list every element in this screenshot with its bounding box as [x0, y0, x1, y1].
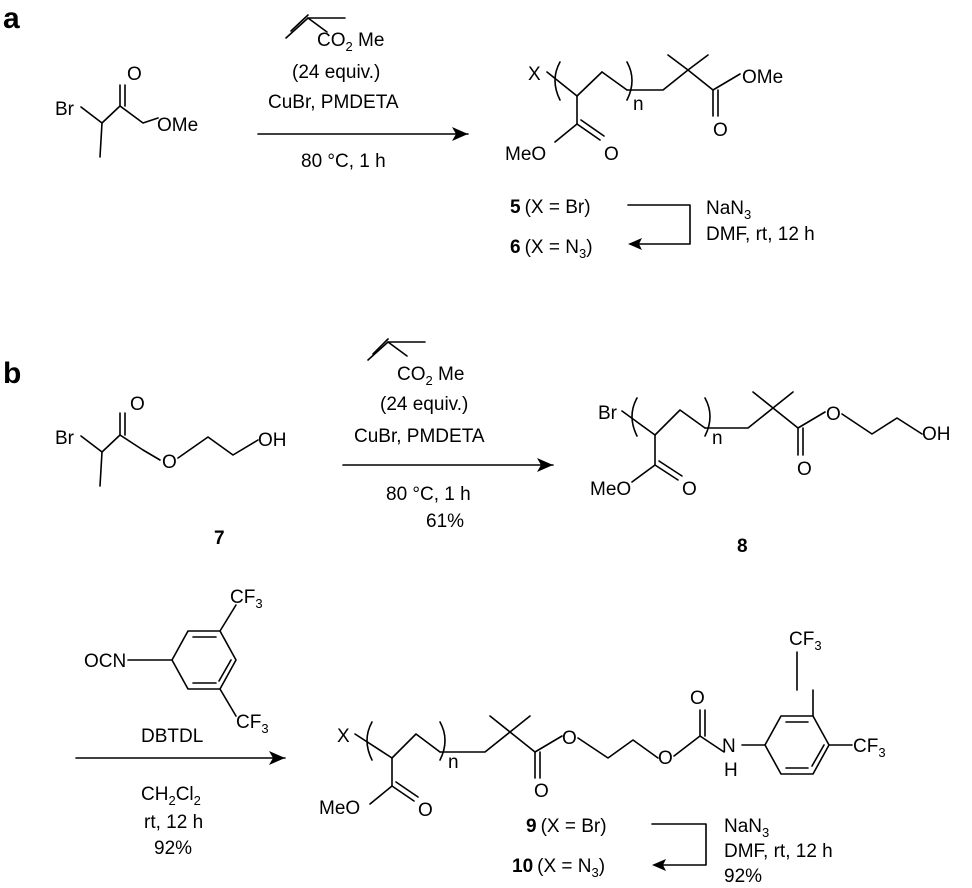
atom-ome: OMe [742, 67, 783, 88]
reagent-conditions: 80 °C, 1 h [301, 151, 386, 172]
repeat-n: n [712, 428, 723, 449]
reagent-azide: NaN3 [724, 816, 769, 840]
compound-8-label: 8 [737, 536, 748, 557]
atom-o: O [418, 800, 433, 821]
reagent-equiv: (24 equiv.) [292, 62, 380, 83]
compound-7-label: 7 [214, 528, 225, 549]
reagent-dbtdl: DBTDL [141, 726, 203, 747]
atom-cf3: CF3 [789, 629, 822, 653]
yield-10: 92% [724, 866, 762, 887]
atom-o: O [534, 781, 549, 802]
polymer-5: X n MeO O O OMe [505, 54, 783, 165]
atom-o: O [658, 748, 673, 769]
reaction-arrow-a: nCO2 Me (24 equiv.) CuBr, PMDETA 80 °C, … [257, 14, 469, 172]
atom-oh: OH [922, 424, 951, 445]
atom-o: O [690, 688, 705, 709]
atom-cf3: CF3 [230, 587, 263, 611]
aryl-isocyanate: OCN CF3 CF3 [84, 587, 269, 736]
atom-meo: MeO [319, 798, 360, 819]
compound-9-label: 9(X = Br) [526, 816, 607, 837]
repeat-n: n [448, 752, 459, 773]
atom-o: O [562, 728, 577, 749]
atom-o: O [604, 144, 619, 165]
reaction-arrow-b1: CO2 Me (24 equiv.) CuBr, PMDETA 80 °C, 1… [342, 338, 554, 532]
reagent-catalyst: CuBr, PMDETA [268, 92, 399, 113]
atom-o: O [713, 120, 728, 141]
atom-o: O [797, 459, 812, 480]
reaction-arrow-b2: DBTDL CH2Cl2 rt, 12 h 92% [75, 726, 286, 859]
atom-o: O [127, 64, 142, 85]
reagent-solvent: CH2Cl2 [141, 784, 201, 808]
reagent-acrylate: CO2 Me [397, 364, 464, 388]
compound-6-label: 6(X = N3) [510, 237, 593, 261]
atom-n: N [722, 736, 736, 757]
compound-8: Br n MeO O O O OH 8 [590, 391, 951, 557]
compound-7: Br O O OH 7 [55, 394, 287, 549]
atom-o: O [162, 452, 177, 473]
reagent-azide-cond: DMF, rt, 12 h [724, 841, 833, 862]
atom-meo: MeO [590, 479, 631, 500]
atom-br: Br [55, 428, 75, 449]
atom-meo: MeO [505, 144, 546, 165]
atom-o: O [130, 394, 145, 415]
reagent-rt-time: rt, 12 h [144, 812, 203, 833]
atom-o: O [826, 404, 841, 425]
reagent-azide: NaN3 [706, 198, 751, 222]
polymer-9: X n MeO O O O O O N H CF3 CF3 [319, 629, 886, 821]
azidation-b: 9(X = Br) 10(X = N3) NaN3 DMF, rt, 12 h … [512, 816, 833, 887]
reagent-conditions: 80 °C, 1 h [386, 484, 471, 505]
atom-x: X [528, 64, 541, 85]
atom-ocn: OCN [84, 651, 126, 672]
reagent-catalyst: CuBr, PMDETA [354, 426, 485, 447]
atom-cf3: CF3 [853, 736, 886, 760]
azidation-a: 5(X = Br) 6(X = N3) NaN3 DMF, rt, 12 h [510, 197, 815, 261]
reagent-azide-cond: DMF, rt, 12 h [706, 224, 815, 245]
compound-5-label: 5(X = Br) [510, 197, 591, 218]
panel-label-b: b [3, 357, 21, 390]
yield-9: 92% [154, 838, 192, 859]
repeat-n: n [633, 94, 644, 115]
atom-ome: OMe [157, 115, 198, 136]
atom-o: O [682, 479, 697, 500]
atom-br: Br [55, 99, 75, 120]
atom-cf3: CF3 [236, 712, 269, 736]
atom-oh: OH [258, 430, 287, 451]
atom-h: H [724, 760, 738, 781]
panel-label-a: a [3, 2, 20, 35]
atom-x: X [337, 726, 350, 747]
reagent-acrylate: nCO2 Me [317, 30, 384, 54]
methyl-bromoisobutyrate: Br O OMe [55, 64, 198, 158]
atom-br: Br [598, 403, 618, 424]
compound-10-label: 10(X = N3) [512, 856, 605, 880]
reagent-equiv: (24 equiv.) [380, 394, 468, 415]
yield-8: 61% [426, 511, 464, 532]
